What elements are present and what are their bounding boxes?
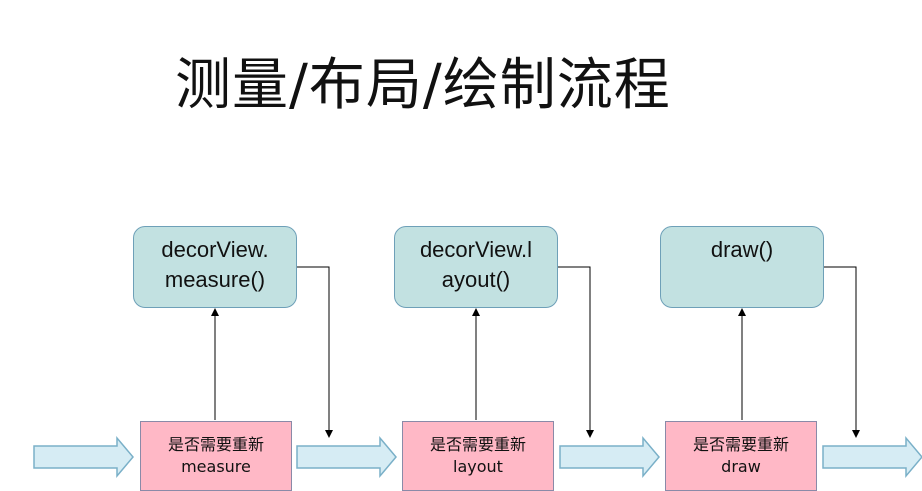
need-draw-box: 是否需要重新 draw xyxy=(665,421,817,491)
return-arrow-1 xyxy=(297,266,333,438)
flow-arrow-2 xyxy=(296,435,397,479)
flow-arrow-1 xyxy=(33,435,134,479)
flow-arrow-3 xyxy=(559,435,660,479)
measure-box: decorView. measure() xyxy=(133,226,297,308)
layout-box: decorView.l ayout() xyxy=(394,226,558,308)
page-title: 测量/布局/绘制流程 xyxy=(175,53,671,118)
draw-box: draw() xyxy=(660,226,824,308)
need-measure-box: 是否需要重新 measure xyxy=(140,421,292,491)
need-layout-box: 是否需要重新 layout xyxy=(402,421,554,491)
return-arrow-2 xyxy=(558,266,594,438)
flow-arrow-4 xyxy=(822,435,922,479)
return-arrow-3 xyxy=(824,266,860,438)
